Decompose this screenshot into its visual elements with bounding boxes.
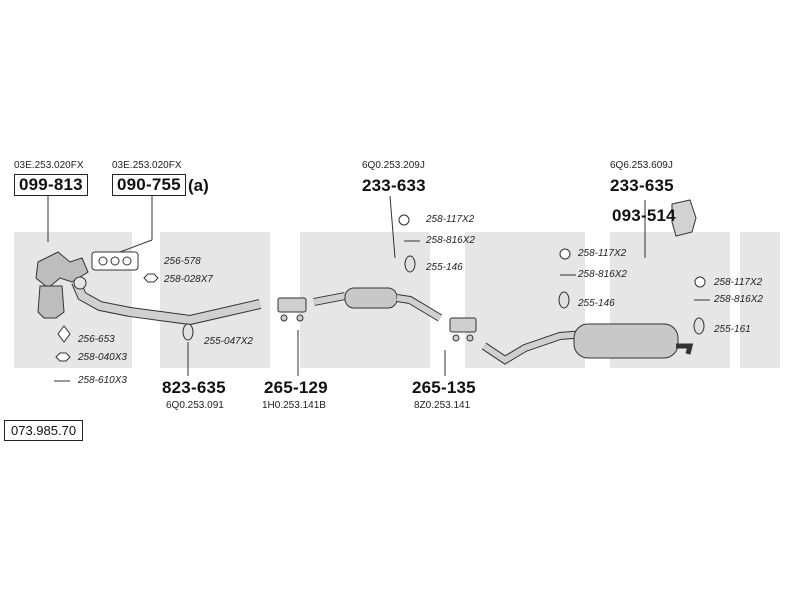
clamp-icon — [449, 317, 477, 342]
middle-silencer-icon — [313, 287, 443, 322]
small-part-258-028[interactable]: 258-028X7 — [164, 274, 213, 285]
rear-silencer-icon — [481, 323, 694, 365]
part-suffix-090-755: (a) — [188, 176, 209, 195]
part-number-233-633[interactable]: 233-633 — [362, 176, 426, 195]
gasket-icon — [91, 251, 139, 271]
part-number-265-129[interactable]: 265-129 — [264, 378, 328, 397]
small-part-258-610[interactable]: 258-610X3 — [78, 375, 127, 386]
part-number-265-135[interactable]: 265-135 — [412, 378, 476, 397]
oem-number-233-635: 6Q6.253.609J — [610, 160, 673, 171]
part-number-823-635[interactable]: 823-635 — [162, 378, 226, 397]
part-number-093-514[interactable]: 093-514 — [612, 206, 676, 225]
oem-number-099-813: 03E.253.020FX — [14, 160, 84, 171]
small-part-256-653[interactable]: 256-653 — [78, 334, 115, 345]
small-part-258-117-b[interactable]: 258-117X2 — [578, 248, 627, 259]
small-part-258-040[interactable]: 258-040X3 — [78, 352, 127, 363]
small-part-255-161[interactable]: 255-161 — [714, 324, 751, 335]
small-part-258-117-c[interactable]: 258-117X2 — [714, 277, 763, 288]
part-number-090-755[interactable]: 090-755 — [112, 174, 186, 196]
bolt-icon — [54, 240, 710, 382]
small-part-258-816-b[interactable]: 258-816X2 — [578, 269, 627, 280]
small-part-255-047[interactable]: 255-047X2 — [204, 336, 253, 347]
oem-number-265-135: 8Z0.253.141 — [414, 400, 471, 411]
watermark-bar-6 — [740, 232, 780, 368]
catalog-number: 073.985.70 — [4, 420, 84, 441]
part-number-099-813[interactable]: 099-813 — [14, 174, 88, 196]
small-part-256-578[interactable]: 256-578 — [164, 256, 201, 267]
oem-number-233-633: 6Q0.253.209J — [362, 160, 425, 171]
part-number-233-635[interactable]: 233-635 — [610, 176, 674, 195]
small-part-258-117-a[interactable]: 258-117X2 — [426, 214, 475, 225]
small-part-255-146-b[interactable]: 255-146 — [578, 298, 615, 309]
small-part-258-816-a[interactable]: 258-816X2 — [426, 235, 475, 246]
clamp-icon — [277, 297, 307, 322]
small-part-258-816-c[interactable]: 258-816X2 — [714, 294, 763, 305]
watermark-bar-2 — [160, 232, 270, 368]
oem-number-265-129: 1H0.253.141B — [262, 400, 326, 411]
oem-number-823-635: 6Q0.253.091 — [166, 400, 224, 411]
small-part-255-146-a[interactable]: 255-146 — [426, 262, 463, 273]
rubber-hanger-icon — [182, 255, 705, 341]
heat-shield-icon — [671, 199, 697, 237]
front-pipe-icon — [71, 276, 262, 326]
nut-icon — [55, 214, 706, 362]
oem-number-090-755: 03E.253.020FX — [112, 160, 182, 171]
